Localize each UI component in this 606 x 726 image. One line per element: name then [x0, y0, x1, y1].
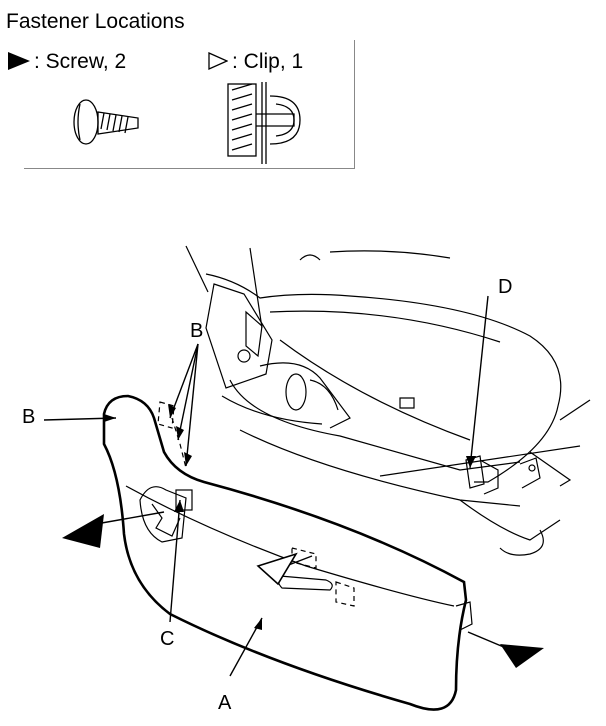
- seat-frame: [205, 283, 351, 429]
- clip-marker: [256, 552, 298, 586]
- callout-leaders: [43, 295, 507, 677]
- clip-illustration: [227, 82, 301, 164]
- outline-triangle-icon: [208, 51, 229, 76]
- callout-label-c: C: [160, 628, 175, 650]
- legend-screw: : Screw, 2: [8, 50, 126, 74]
- latch-part-d: [465, 455, 541, 495]
- clip-label: : Clip, 1: [232, 50, 304, 73]
- callout-label-b-left: B: [22, 406, 36, 428]
- screw-label: : Screw, 2: [34, 50, 127, 73]
- legend-frame: [24, 40, 355, 169]
- seat-cushion: [185, 245, 591, 556]
- screw-marker-left: [62, 514, 104, 548]
- screw-illustration: [73, 99, 139, 145]
- filled-triangle-icon: [8, 52, 30, 70]
- side-cover-panel: [102, 394, 473, 711]
- leader-arrowheads: [104, 404, 476, 630]
- screw-marker-right: [500, 644, 544, 668]
- callout-label-b-top: B: [190, 320, 204, 342]
- callout-label-d: D: [498, 276, 513, 298]
- legend-clip: : Clip, 1: [208, 50, 303, 76]
- callout-label-a: A: [218, 692, 232, 714]
- legend-title: Fastener Locations: [6, 10, 185, 33]
